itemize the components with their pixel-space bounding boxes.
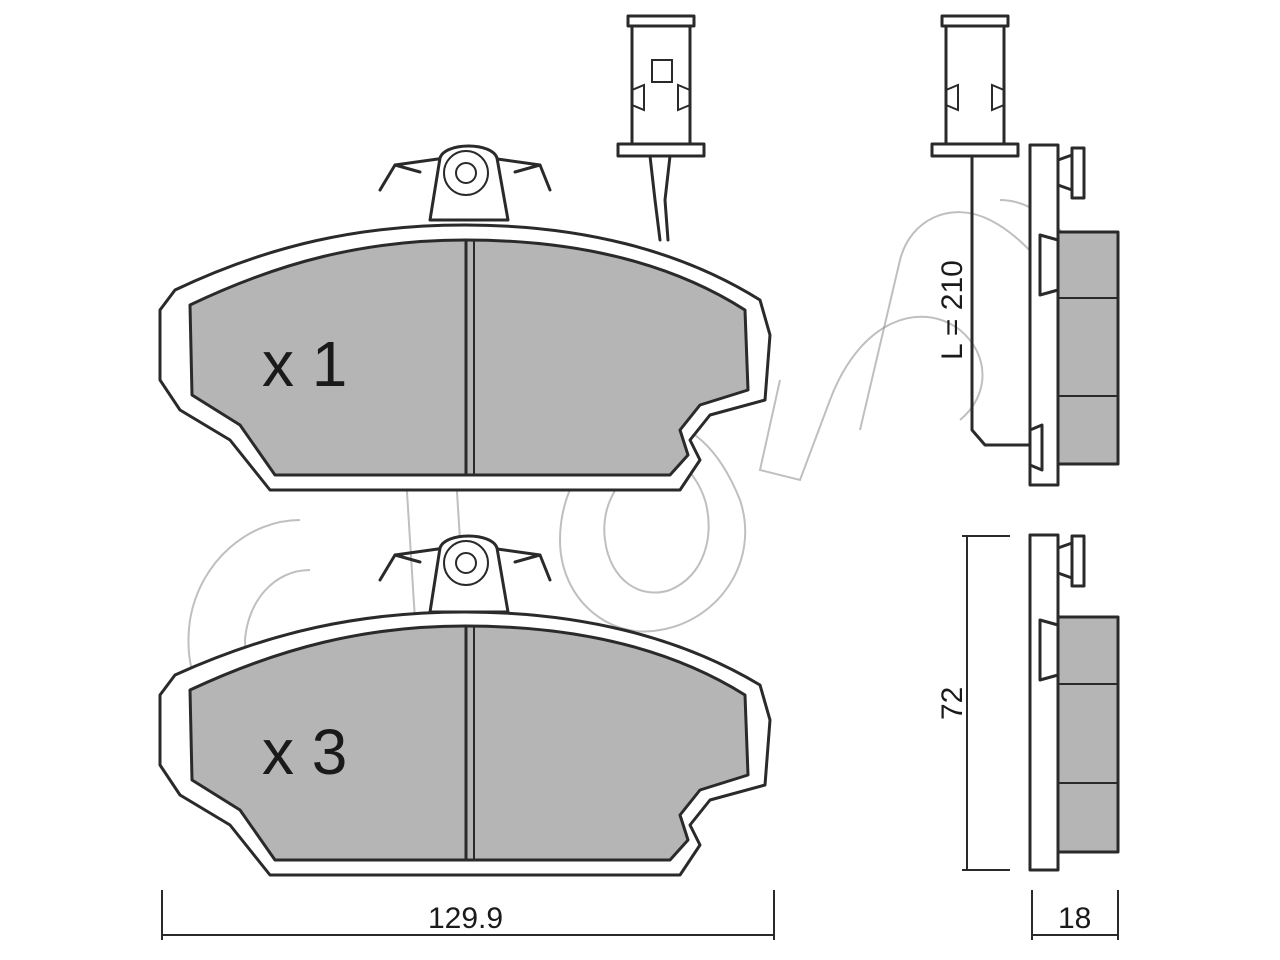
side-view-friction-material <box>1056 230 1120 466</box>
side-view-plain-friction-material <box>1056 615 1120 854</box>
wire-length-label: L = 210 <box>936 260 969 360</box>
wear-sensor-wire <box>970 154 1032 447</box>
bottom-pad-friction-material <box>188 624 750 862</box>
thickness-dimension: 18 <box>1031 890 1119 940</box>
side-view-with-sensor: L = 210 <box>930 14 1120 487</box>
top-pad-friction-material <box>188 238 750 477</box>
bottom-pad-mounting-tab <box>428 534 510 614</box>
width-dimension: 129.9 <box>161 890 775 940</box>
top-pad-quantity-label: x 1 <box>262 328 347 400</box>
bottom-brake-pad: x 3 <box>158 534 772 877</box>
bottom-pad-quantity-label: x 3 <box>262 716 347 788</box>
top-brake-pad: x 1 <box>158 144 772 492</box>
side-view-plain <box>1028 533 1120 872</box>
wear-sensor-connector-left <box>616 14 706 242</box>
height-value: 72 <box>936 687 969 720</box>
width-value: 129.9 <box>428 902 503 935</box>
thickness-value: 18 <box>1058 902 1091 935</box>
height-dimension: 72 <box>936 535 1010 871</box>
